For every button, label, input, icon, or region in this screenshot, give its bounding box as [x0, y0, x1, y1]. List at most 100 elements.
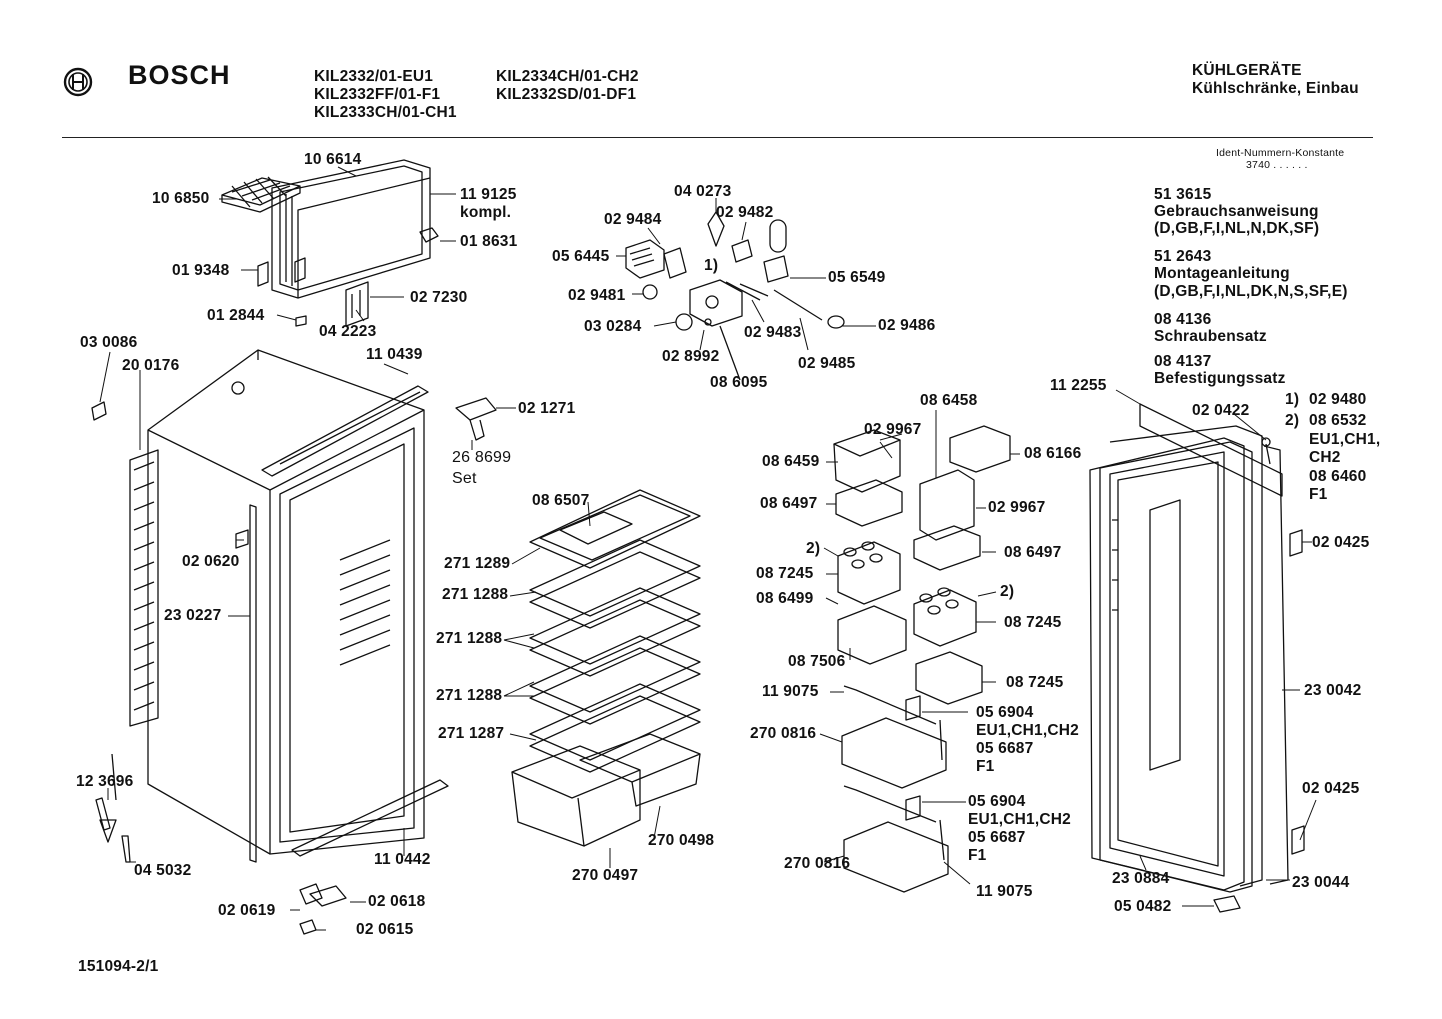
part-label: 05 6549	[828, 269, 886, 286]
accessory-name: Schraubensatz	[1154, 328, 1267, 345]
model-4: KIL2334CH/01-CH2	[496, 68, 639, 85]
part-label: 08 7245	[1006, 674, 1064, 691]
part-label: 02 7230	[410, 289, 468, 306]
thermostat-assembly	[625, 211, 845, 381]
part-label: 05 6904	[976, 704, 1034, 721]
part-label: 03 0086	[80, 334, 138, 351]
small-fittings	[91, 401, 347, 935]
part-label: 2)	[806, 540, 821, 557]
accessory-number: 08 4137	[1154, 353, 1212, 370]
part-label: 08 6497	[760, 495, 818, 512]
footnote-part: 08 6460	[1309, 468, 1367, 485]
accessory-number: 51 2643	[1154, 248, 1212, 265]
part-label: 10 6614	[304, 151, 362, 168]
part-label: 02 0425	[1302, 780, 1360, 797]
freezer-compartment	[271, 159, 431, 299]
header-rule	[62, 137, 1373, 138]
part-label: 08 6166	[1024, 445, 1082, 462]
part-label: 02 9967	[864, 421, 922, 438]
part-label: EU1,CH1,CH2	[976, 722, 1079, 739]
refrigerator-cabinet	[129, 349, 449, 863]
part-label: 10 6850	[152, 190, 210, 207]
part-label: 02 8992	[662, 348, 720, 365]
part-label: 02 9484	[604, 211, 662, 228]
footnote-variant: CH2	[1309, 449, 1341, 466]
part-label: 08 7245	[756, 565, 814, 582]
bosch-armature-icon	[63, 67, 93, 97]
part-label: 05 6904	[968, 793, 1026, 810]
part-label: 01 2844	[207, 307, 265, 324]
part-label: 02 9482	[716, 204, 774, 221]
part-label: Set	[452, 470, 477, 487]
part-label: 02 9486	[878, 317, 936, 334]
part-label: 08 6458	[920, 392, 978, 409]
model-3: KIL2333CH/01-CH1	[314, 104, 457, 121]
part-label: 11 9075	[976, 883, 1033, 900]
part-label: 02 0615	[356, 921, 414, 938]
part-label: 02 9967	[988, 499, 1046, 516]
category-subtitle: Kühlschränke, Einbau	[1192, 80, 1359, 97]
document-number: 151094-2/1	[78, 958, 159, 975]
part-label: kompl.	[460, 204, 512, 221]
part-label: 02 9483	[744, 324, 802, 341]
part-label: 01 8631	[460, 233, 518, 250]
part-label: 08 6497	[1004, 544, 1062, 561]
part-label: 1)	[704, 257, 719, 274]
brand-logo	[62, 66, 94, 98]
part-label: 23 0044	[1292, 874, 1350, 891]
part-label: 271 1288	[436, 630, 503, 647]
part-label: 05 0482	[1114, 898, 1172, 915]
part-label: 02 0425	[1312, 534, 1370, 551]
ice-tray-icon	[221, 176, 301, 213]
part-label: 02 9481	[568, 287, 626, 304]
accessory-number: 51 3615	[1154, 186, 1212, 203]
part-label: 05 6687	[976, 740, 1034, 757]
part-label: 02 9485	[798, 355, 856, 372]
part-label: 271 1288	[436, 687, 503, 704]
footnote-part: 08 6532	[1309, 412, 1367, 429]
glass-shelves	[529, 489, 701, 773]
footnote-variant: EU1,CH1,	[1309, 431, 1381, 448]
part-label: 271 1288	[442, 586, 509, 603]
accessory-name: Befestigungssatz	[1154, 370, 1286, 387]
footnote-variant: F1	[1309, 486, 1328, 503]
part-label: 270 0816	[750, 725, 817, 742]
part-label: 11 9125	[460, 186, 517, 203]
part-label: 11 0439	[366, 346, 423, 363]
part-label: 20 0176	[122, 357, 180, 374]
part-label: 271 1289	[444, 555, 511, 572]
accessory-variant: (D,GB,F,I,NL,N,DK,SF)	[1154, 220, 1320, 237]
part-label: 270 0498	[648, 832, 715, 849]
part-label: 23 0227	[164, 607, 222, 624]
door-hinge-set	[455, 397, 497, 441]
accessory-name: Gebrauchsanweisung	[1154, 203, 1319, 220]
part-label: EU1,CH1,CH2	[968, 811, 1071, 828]
ident-label: Ident-Nummern-Konstante	[1216, 147, 1345, 159]
part-label: F1	[968, 847, 987, 864]
part-label: 02 1271	[518, 400, 576, 417]
part-label: 08 6499	[756, 590, 814, 607]
hinge-bracket-icon	[257, 227, 439, 327]
vegetable-crispers	[511, 733, 701, 847]
footnote-part: 02 9480	[1309, 391, 1367, 408]
part-label: 270 0497	[572, 867, 639, 884]
part-label: 02 0619	[218, 902, 276, 919]
door-shelves	[833, 425, 1011, 893]
part-label: 12 3696	[76, 773, 134, 790]
part-label: 04 5032	[134, 862, 192, 879]
part-label: 05 6445	[552, 248, 610, 265]
accessory-variant: (D,GB,F,I,NL,DK,N,S,SF,E)	[1154, 283, 1348, 300]
part-label: 08 7506	[788, 653, 846, 670]
part-label: 11 2255	[1050, 377, 1107, 394]
part-label: F1	[976, 758, 995, 775]
refrigerator-door	[1089, 403, 1305, 913]
part-label: 05 6687	[968, 829, 1026, 846]
part-label: 08 6095	[710, 374, 768, 391]
part-label: 26 8699	[452, 449, 512, 466]
model-5: KIL2332SD/01-DF1	[496, 86, 637, 103]
accessory-name: Montageanleitung	[1154, 265, 1290, 282]
part-label: 04 0273	[674, 183, 732, 200]
part-label: 23 0042	[1304, 682, 1362, 699]
part-label: 23 0884	[1112, 870, 1170, 887]
